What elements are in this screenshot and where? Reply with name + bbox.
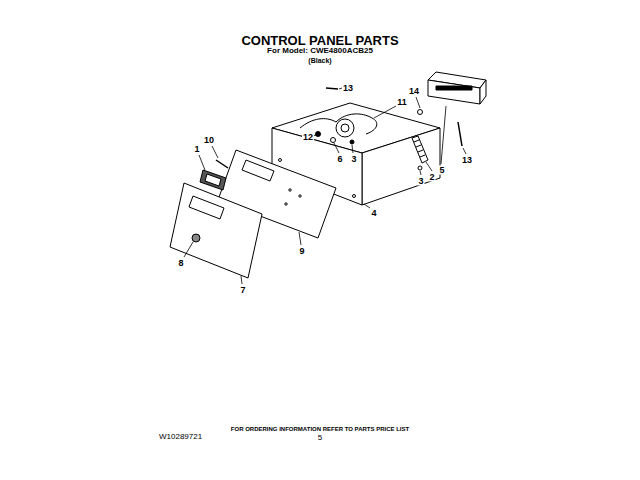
spring-parts	[412, 136, 428, 170]
leader-line	[416, 97, 420, 108]
callout-number: 13	[342, 84, 354, 93]
trim-end	[480, 80, 486, 104]
callout-number: 4	[370, 209, 377, 218]
part-6	[331, 138, 336, 143]
overlay-7	[170, 183, 262, 278]
overlay	[170, 183, 262, 278]
footer-note: FOR ORDERING INFORMATION REFER TO PARTS …	[230, 426, 410, 432]
callout-number: 8	[177, 259, 184, 268]
callout-number: 7	[239, 286, 246, 295]
leader-line	[463, 148, 466, 154]
leader-line	[212, 146, 218, 158]
leader-line	[184, 242, 193, 257]
knob-8	[192, 234, 200, 242]
wire-harness	[300, 110, 423, 145]
spring-coil	[414, 140, 425, 157]
screw-3	[350, 140, 354, 144]
callout-number: 12	[302, 133, 314, 142]
callout-number: 3	[350, 155, 357, 164]
harness-ring	[341, 124, 349, 132]
callout-number: 10	[203, 136, 215, 145]
trim-slot	[436, 86, 472, 90]
leader-line	[420, 171, 421, 175]
callout-number: 2	[428, 173, 435, 182]
part-1	[200, 170, 226, 190]
overlay-window	[189, 196, 224, 219]
leader-line	[241, 276, 242, 284]
screw-13	[458, 122, 462, 146]
callout-number: 11	[396, 98, 408, 107]
callout-number: 6	[336, 155, 343, 164]
leader-line	[199, 155, 205, 170]
part-2	[412, 136, 428, 163]
page-title: CONTROL PANEL PARTS	[240, 34, 399, 47]
part-3	[418, 166, 422, 170]
document-number: W10289721	[158, 433, 203, 441]
screw-10	[216, 160, 228, 168]
panel-hole	[285, 203, 287, 205]
leader-line	[364, 204, 370, 208]
part-1-screen	[205, 174, 221, 186]
callout-number: 13	[461, 156, 473, 165]
harness-ring	[336, 119, 354, 137]
harness-wire	[300, 114, 377, 134]
callout-number: 5	[438, 166, 445, 175]
leader-line	[426, 162, 432, 171]
page-number: 5	[317, 434, 323, 442]
housing-hole	[279, 159, 282, 162]
color-line: (Black)	[307, 57, 332, 64]
leader-line	[441, 106, 446, 164]
trim-front	[428, 80, 480, 104]
panel-hole	[289, 189, 291, 191]
screw-13	[326, 88, 338, 89]
panel-window	[242, 160, 274, 181]
trim-piece	[428, 72, 486, 104]
leader-line	[352, 145, 353, 153]
leader-line	[374, 106, 396, 118]
part-12	[316, 132, 321, 137]
display-board	[200, 170, 226, 190]
housing-front	[362, 128, 440, 205]
part-14	[418, 110, 423, 115]
callout-number: 9	[298, 247, 305, 256]
model-line: For Model: CWE4800ACB25	[266, 47, 374, 55]
leader-line	[299, 232, 301, 245]
callout-number: 1	[193, 145, 200, 154]
panel-hole	[299, 195, 301, 197]
housing-hole	[353, 195, 356, 198]
callout-number: 3	[417, 177, 424, 186]
leader-lines	[184, 88, 466, 284]
leader-line	[334, 143, 339, 153]
callout-number: 14	[408, 87, 420, 96]
